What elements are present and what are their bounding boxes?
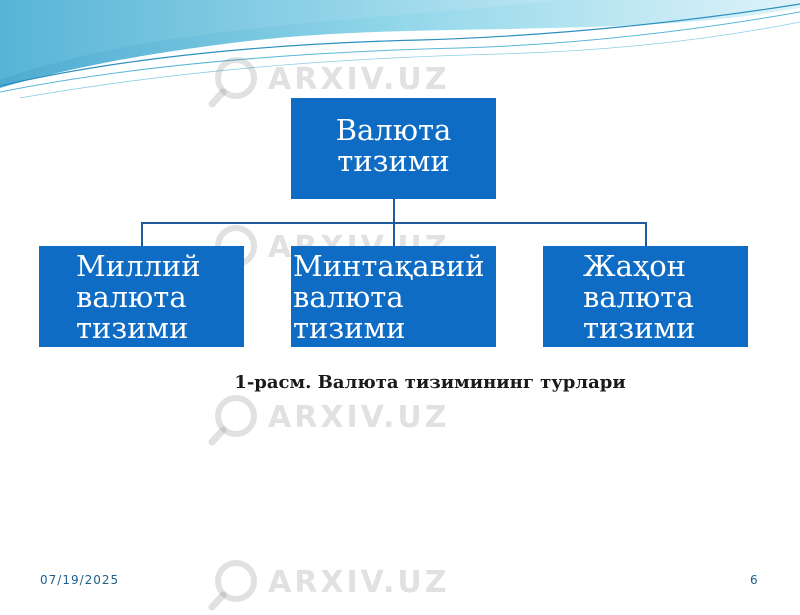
figure-caption: 1-расм. Валюта тизимининг турлари [234,372,626,393]
watermark-text: ARXIV.UZ [268,400,450,435]
watermark: ARXIV.UZ [206,52,446,112]
watermark-text: ARXIV.UZ [268,565,450,600]
magnifier-icon [208,57,257,108]
page-number: 6 [750,573,758,587]
connector-child-3 [645,222,647,246]
footer-date: 07/19/2025 [40,573,120,587]
watermark-text: ARXIV.UZ [268,62,450,97]
magnifier-icon [208,395,257,446]
watermark: ARXIV.UZ [206,555,446,615]
diagram-root-node: Валюта тизими [291,98,496,199]
decorative-wave-header [0,0,800,99]
diagram-node-national: Миллий валюта тизими [39,246,244,347]
watermark: ARXIV.UZ [206,390,446,450]
connector-root-stem [393,199,395,223]
connector-child-1 [141,222,143,246]
diagram-node-regional: Минтақавий валюта тизими [291,246,496,347]
connector-child-2 [393,222,395,246]
diagram-node-world: Жаҳон валюта тизими [543,246,748,347]
magnifier-icon [208,560,257,611]
